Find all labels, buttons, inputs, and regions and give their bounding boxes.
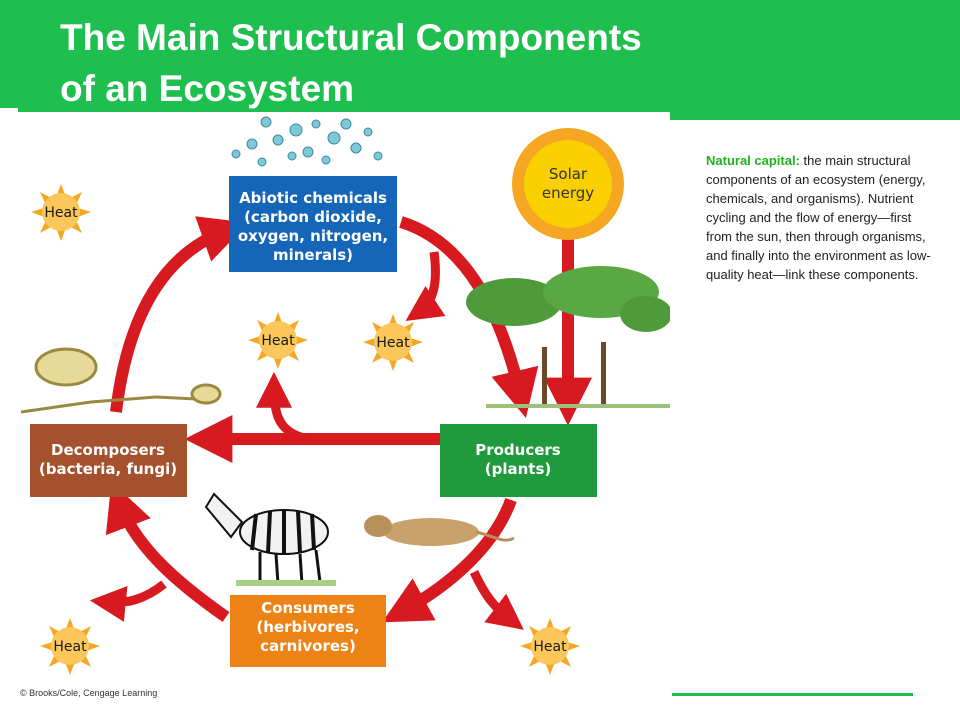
slide-header	[0, 0, 960, 120]
abiotic-label-line-3: oxygen, nitrogen,	[238, 227, 388, 245]
abiotic-label-line-1: Abiotic chemicals	[239, 189, 387, 207]
heat-burst-top-left: Heat	[31, 184, 91, 241]
zebra-illustration	[204, 492, 336, 586]
abiotic-label-line-2: (carbon dioxide,	[244, 208, 382, 226]
consumers-label-line-3: carnivores)	[260, 637, 356, 655]
arrow-heat-decomposers-path	[256, 371, 303, 442]
copyright-credit: © Brooks/Cole, Cengage Learning	[20, 688, 157, 698]
sun-label-line-2: energy	[542, 184, 594, 202]
consumers-label-line-1: Consumers	[261, 599, 355, 617]
heat-burst-center-left: Heat	[248, 312, 308, 369]
slide-title: The Main Structural Components of an Ecos…	[60, 12, 820, 114]
sun-icon: Solar energy	[512, 128, 624, 240]
title-line-2: of an Ecosystem	[60, 68, 355, 109]
bottom-rule	[672, 693, 913, 696]
arrow-heat-consumers-path	[89, 580, 167, 622]
abiotic-chemicals-box	[229, 176, 397, 272]
arrow-producers-to-consumers	[382, 497, 517, 623]
molecules-icon	[231, 116, 383, 167]
arrow-abiotic-to-producers	[399, 216, 539, 419]
caption-body: the main structural components of an eco…	[706, 153, 931, 282]
skeleton-illustration	[20, 347, 222, 414]
arrow-heat-producers-path	[469, 570, 524, 630]
arrow-consumers-to-decomposers	[105, 481, 230, 622]
ecosystem-diagram: Solar energy	[16, 112, 670, 702]
consumers-label-line-2: (herbivores,	[256, 618, 359, 636]
producers-label-line-1: Producers	[475, 441, 561, 459]
producers-label-line-2: (plants)	[485, 460, 552, 478]
caption-text: Natural capital: the main structural com…	[706, 151, 934, 284]
heat-label-center-right: Heat	[376, 335, 410, 351]
decomposers-label-line-1: Decomposers	[51, 441, 165, 459]
heat-label-center-left: Heat	[261, 333, 295, 349]
trees-illustration	[466, 266, 670, 408]
decomposers-box	[30, 424, 187, 497]
header-notch	[0, 108, 18, 120]
heat-burst-center-right: Heat	[363, 314, 423, 371]
ecosystem-diagram-svg: Solar energy	[20, 116, 670, 698]
heat-label-top-left: Heat	[44, 205, 78, 221]
heat-burst-bottom-right: Heat	[520, 618, 580, 675]
abiotic-label-line-4: minerals)	[273, 246, 353, 264]
arrow-decomposers-to-abiotic	[110, 216, 249, 413]
heat-label-bottom-left: Heat	[53, 639, 87, 655]
decomposers-label-line-2: (bacteria, fungi)	[39, 460, 177, 478]
heat-label-bottom-right: Heat	[533, 639, 567, 655]
title-line-1: The Main Structural Components	[60, 17, 642, 58]
consumers-box	[230, 595, 386, 667]
heat-burst-bottom-left: Heat	[40, 618, 100, 675]
arrow-heat-abiotic-path	[405, 251, 446, 321]
sun-label-line-1: Solar	[549, 165, 588, 183]
lion-illustration	[364, 515, 515, 546]
caption-term: Natural capital:	[706, 153, 800, 168]
producers-box	[440, 424, 597, 497]
